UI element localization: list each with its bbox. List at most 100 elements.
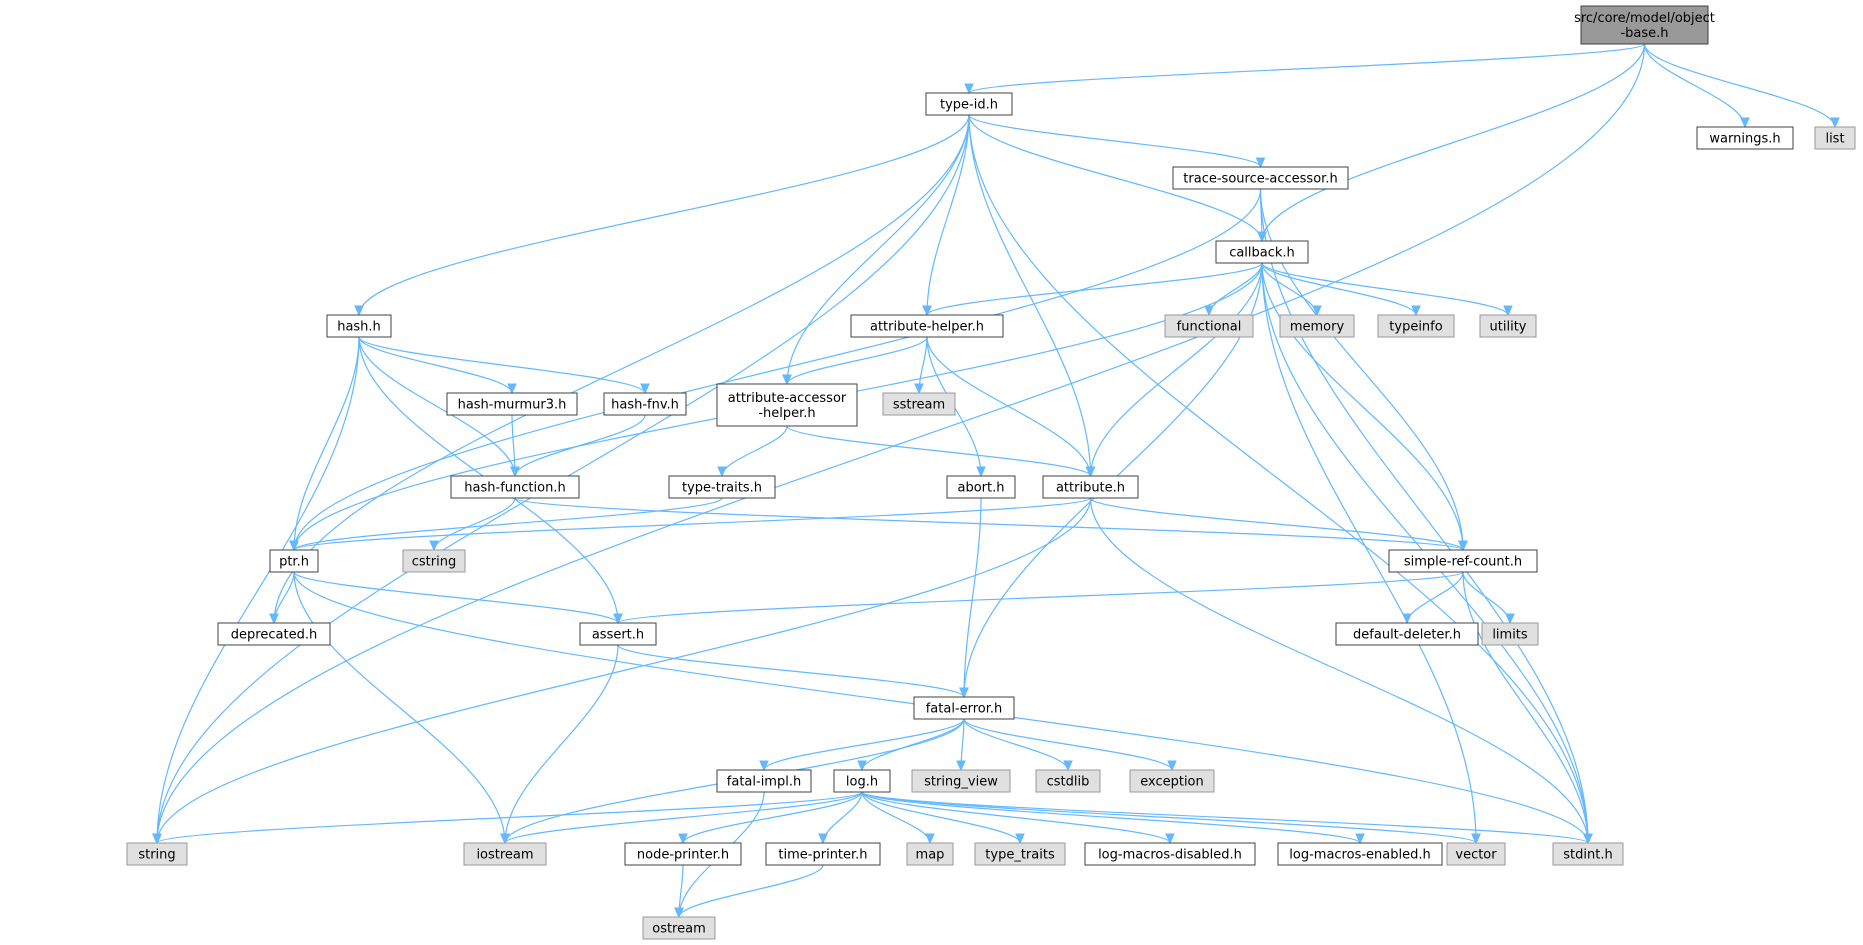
edge-trace-source-accessor-to-ptr <box>294 188 1262 550</box>
node-box-hash-function <box>450 475 580 499</box>
node-callback[interactable]: callback.h <box>1215 240 1309 264</box>
node-label-default-deleter: default-deleter.h <box>1353 628 1461 643</box>
node-box-log <box>833 769 891 793</box>
node-hash-murmur3[interactable]: hash-murmur3.h <box>446 392 578 416</box>
edge-attribute-helper-to-sstream <box>919 336 928 393</box>
node-functional: functional <box>1164 314 1254 338</box>
edge-hash-function-to-simple-ref-count <box>514 497 1463 550</box>
node-box-stdint <box>1552 842 1624 866</box>
node-label-typeinfo: typeinfo <box>1389 320 1442 335</box>
node-label-trace-source-accessor: trace-source-accessor.h <box>1183 172 1337 187</box>
node-box-ptr <box>269 549 319 573</box>
node-time-printer[interactable]: time-printer.h <box>765 842 881 866</box>
node-label-utility: utility <box>1490 320 1527 335</box>
edge-hash-function-to-cstring <box>434 497 516 550</box>
node-box-hash-fnv <box>603 392 687 416</box>
node-typeinfo: typeinfo <box>1377 314 1455 338</box>
node-label-memory: memory <box>1290 320 1345 335</box>
node-box-object-base <box>1580 5 1709 45</box>
edge-type-id-to-stdint <box>968 114 1588 843</box>
node-label-ostream: ostream <box>652 922 706 937</box>
node-log-macros-disabled[interactable]: log-macros-disabled.h <box>1084 842 1256 866</box>
node-fatal-error[interactable]: fatal-error.h <box>913 696 1015 720</box>
node-ptr[interactable]: ptr.h <box>269 549 319 573</box>
node-label-abort: abort.h <box>958 481 1005 496</box>
node-box-string_view <box>911 769 1011 793</box>
node-box-map <box>906 842 954 866</box>
node-box-functional <box>1164 314 1254 338</box>
edge-object-base-to-string <box>157 43 1646 843</box>
node-box-warnings <box>1696 126 1794 150</box>
edge-assert-to-fatal-error <box>617 644 964 697</box>
node-node-printer[interactable]: node-printer.h <box>624 842 742 866</box>
edge-type-id-to-trace-source-accessor <box>968 114 1261 167</box>
node-type_traits: type_traits <box>974 842 1066 866</box>
node-trace-source-accessor[interactable]: trace-source-accessor.h <box>1172 166 1349 190</box>
node-label-exception: exception <box>1140 775 1204 790</box>
node-deprecated[interactable]: deprecated.h <box>217 622 331 646</box>
node-box-ostream <box>642 916 716 940</box>
edge-attribute-accessor-helper-to-attribute <box>786 425 1091 476</box>
node-assert[interactable]: assert.h <box>579 622 657 646</box>
node-map: map <box>906 842 954 866</box>
node-label-map: map <box>916 848 945 863</box>
node-box-simple-ref-count <box>1388 549 1538 573</box>
node-type-traits-h[interactable]: type-traits.h <box>668 475 776 499</box>
edge-callback-to-attribute <box>1091 262 1263 476</box>
node-box-type-id <box>925 92 1013 116</box>
node-type-id[interactable]: type-id.h <box>925 92 1013 116</box>
edge-hash-to-ptr <box>294 336 360 550</box>
node-box-vector <box>1446 842 1506 866</box>
edge-type-id-to-attribute-helper <box>927 114 970 315</box>
edge-log-to-iostream <box>505 791 863 843</box>
node-simple-ref-count[interactable]: simple-ref-count.h <box>1388 549 1538 573</box>
node-box-utility <box>1479 314 1537 338</box>
node-fatal-impl[interactable]: fatal-impl.h <box>716 769 812 793</box>
node-label-log-macros-enabled: log-macros-enabled.h <box>1289 848 1430 863</box>
edge-log-to-time-printer <box>823 791 863 843</box>
node-box-hash-murmur3 <box>446 392 578 416</box>
edge-attribute-to-string <box>157 497 1092 843</box>
edge-callback-to-utility <box>1261 262 1508 315</box>
node-box-time-printer <box>765 842 881 866</box>
node-attribute-accessor-helper[interactable]: attribute-accessor-helper.h <box>716 383 858 427</box>
node-log-macros-enabled[interactable]: log-macros-enabled.h <box>1277 842 1443 866</box>
node-hash-fnv[interactable]: hash-fnv.h <box>603 392 687 416</box>
node-attribute-helper[interactable]: attribute-helper.h <box>850 314 1004 338</box>
node-label-log-macros-disabled: log-macros-disabled.h <box>1098 848 1242 863</box>
node-label-warnings: warnings.h <box>1709 132 1780 147</box>
node-label-log: log.h <box>846 775 878 790</box>
node-label-type-traits-h: type-traits.h <box>682 481 762 496</box>
edge-log-to-vector <box>861 791 1476 843</box>
node-label-fatal-error: fatal-error.h <box>926 702 1003 717</box>
node-label-attribute-accessor-helper-line-1: attribute-accessor <box>728 391 847 406</box>
edge-callback-to-simple-ref-count <box>1261 262 1463 550</box>
node-box-string <box>126 842 188 866</box>
node-hash[interactable]: hash.h <box>326 314 392 338</box>
node-string_view: string_view <box>911 769 1011 793</box>
node-box-cstdlib <box>1035 769 1101 793</box>
node-box-callback <box>1215 240 1309 264</box>
node-box-limits <box>1481 622 1539 646</box>
edge-node-printer-to-ostream <box>679 864 683 917</box>
edge-log-to-log-macros-enabled <box>861 791 1360 843</box>
edge-callback-to-typeinfo <box>1261 262 1416 315</box>
node-abort[interactable]: abort.h <box>946 475 1016 499</box>
node-object-base[interactable]: src/core/model/object-base.h <box>1574 5 1715 45</box>
node-label-cstdlib: cstdlib <box>1047 775 1090 790</box>
node-hash-function[interactable]: hash-function.h <box>450 475 580 499</box>
edge-fatal-error-to-log <box>862 718 965 770</box>
node-log[interactable]: log.h <box>833 769 891 793</box>
node-box-iostream <box>463 842 547 866</box>
node-iostream: iostream <box>463 842 547 866</box>
node-attribute[interactable]: attribute.h <box>1042 475 1139 499</box>
node-stdint: stdint.h <box>1552 842 1624 866</box>
node-warnings[interactable]: warnings.h <box>1696 126 1794 150</box>
edge-type-traits-h-to-ptr <box>294 497 723 550</box>
node-memory: memory <box>1279 314 1355 338</box>
edge-attribute-accessor-helper-to-type-traits-h <box>722 425 788 476</box>
edge-simple-ref-count-to-limits <box>1462 571 1510 623</box>
node-box-assert <box>579 622 657 646</box>
edge-log-to-stdint <box>861 791 1588 843</box>
node-default-deleter[interactable]: default-deleter.h <box>1335 622 1479 646</box>
